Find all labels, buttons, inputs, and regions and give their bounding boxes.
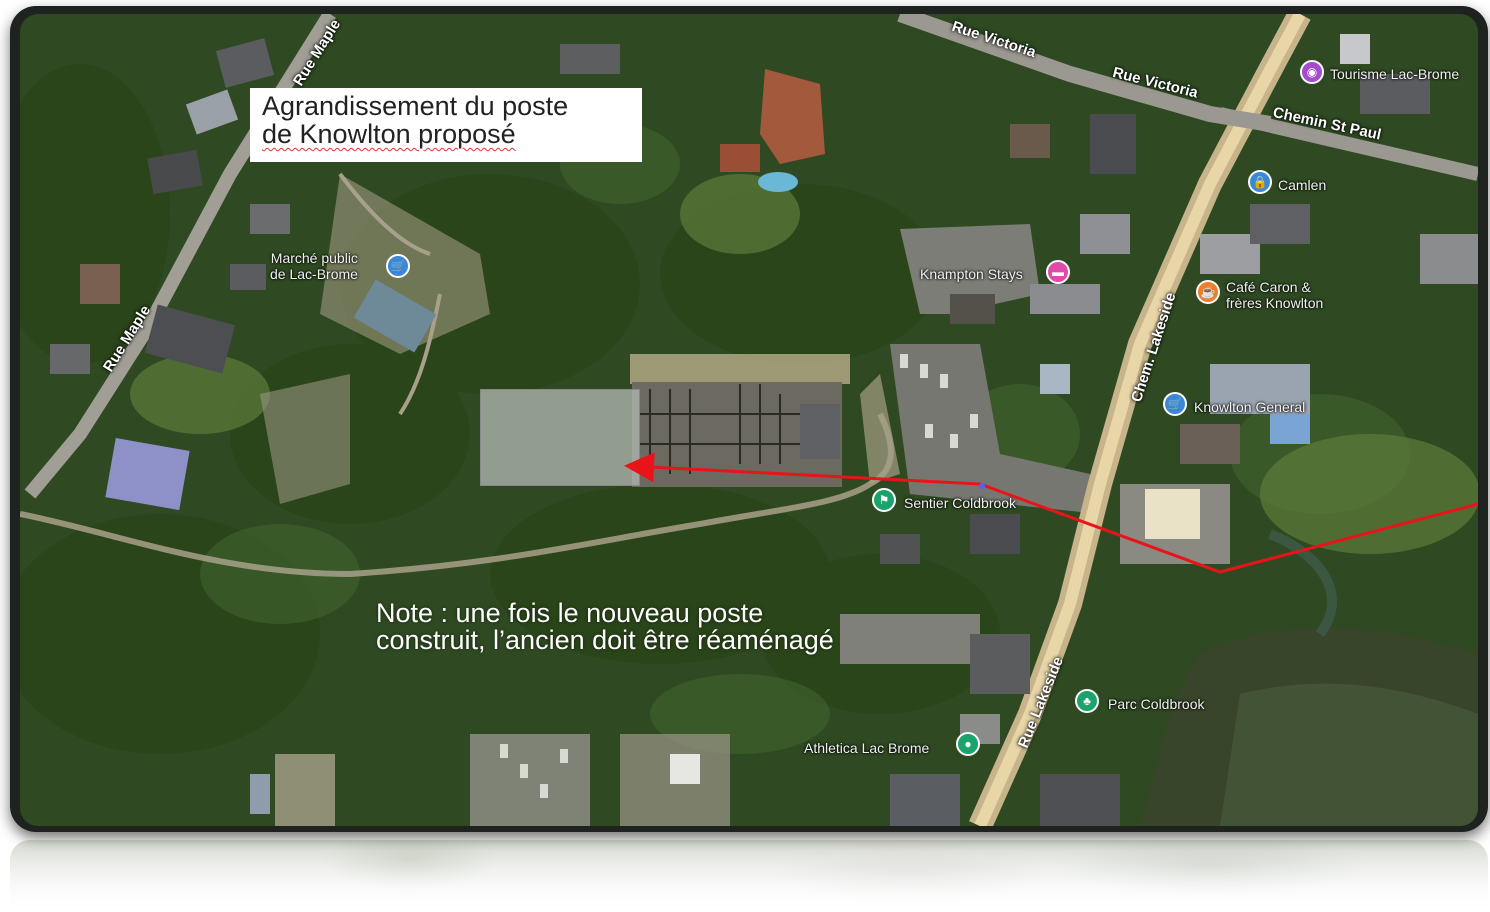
poi-knowlton-general[interactable]: Knowlton General: [1194, 399, 1306, 415]
poi-cafe-line2: frères Knowlton: [1226, 295, 1324, 311]
title-callout: Agrandissement du poste de Knowlton prop…: [250, 88, 642, 162]
poi-sentier[interactable]: Sentier Coldbrook: [904, 495, 1017, 511]
shopping-cart-icon[interactable]: 🛒: [386, 254, 410, 278]
map-imagery: [20, 14, 1478, 826]
shopping-cart-icon[interactable]: 🛒: [1163, 392, 1187, 416]
fitness-icon[interactable]: ●: [956, 732, 980, 756]
poi-parc[interactable]: Parc Coldbrook: [1108, 696, 1205, 712]
reflection-fade: [10, 840, 1488, 912]
poi-cafe-line1: Café Caron &: [1226, 279, 1311, 295]
title-line1: Agrandissement du poste: [262, 91, 569, 121]
bed-icon[interactable]: ▬: [1046, 260, 1070, 284]
hiking-icon[interactable]: ⚑: [872, 488, 896, 512]
poi-marche-line1: Marché public: [270, 250, 358, 266]
satellite-map[interactable]: Rue Maple Rue Maple Rue Victoria Rue Vic…: [20, 14, 1478, 826]
tree-icon[interactable]: ♣: [1075, 689, 1099, 713]
frame-reflection: [10, 840, 1488, 912]
poi-marche-line2: de Lac-Brome: [270, 266, 358, 282]
coffee-icon[interactable]: ☕: [1196, 280, 1220, 304]
poi-cafe[interactable]: Café Caron & frères Knowlton: [1226, 279, 1323, 311]
reflection-imagery: [10, 840, 1488, 912]
camera-icon[interactable]: ◉: [1300, 60, 1324, 84]
shopping-bag-icon[interactable]: 🔒: [1248, 170, 1272, 194]
poi-camlen[interactable]: Camlen: [1278, 177, 1327, 193]
power-line-arrow: [624, 452, 1478, 574]
poi-knampton[interactable]: Knampton Stays: [920, 266, 1023, 282]
poi-athletica[interactable]: Athletica Lac Brome: [804, 740, 930, 756]
proposed-substation-area: [480, 389, 640, 486]
map-frame: Rue Maple Rue Maple Rue Victoria Rue Vic…: [10, 6, 1488, 832]
note-text: Note : une fois le nouveau poste constru…: [376, 598, 834, 655]
title-line2: de Knowlton proposé: [262, 119, 516, 149]
poi-tourisme[interactable]: Tourisme Lac-Brome: [1330, 66, 1460, 82]
poi-marche-public[interactable]: Marché public de Lac-Brome: [270, 250, 358, 282]
